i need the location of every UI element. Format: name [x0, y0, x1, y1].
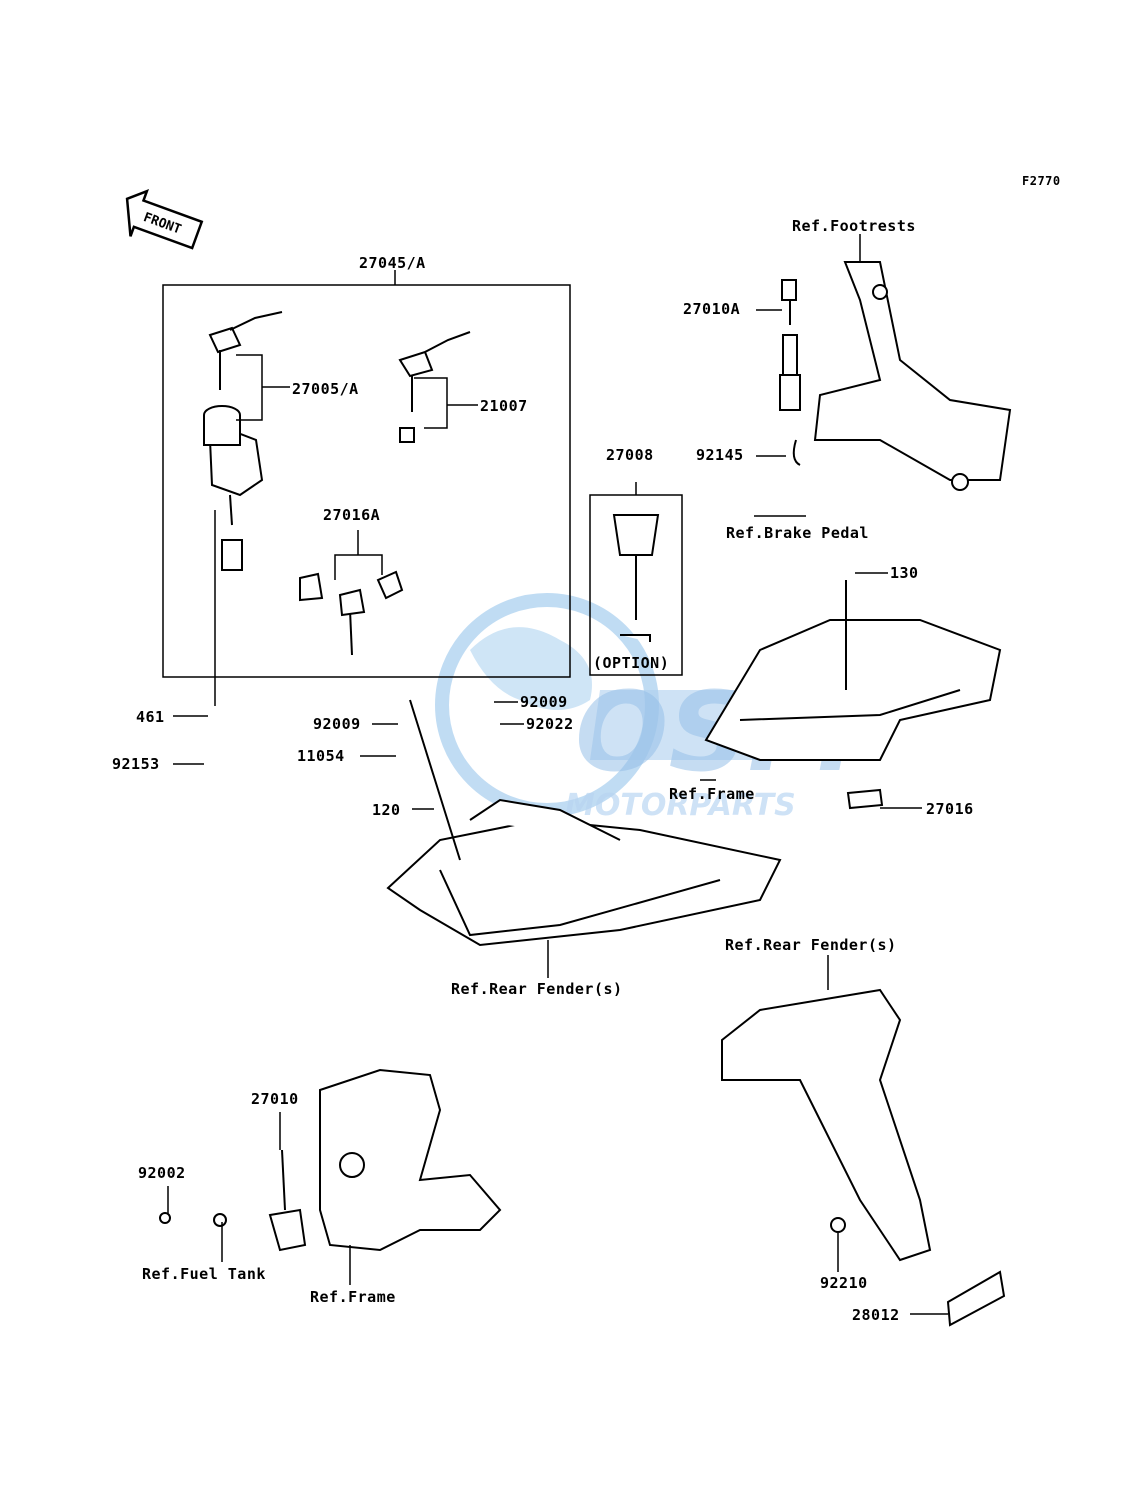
- part-27010-label: 27010: [251, 1090, 299, 1108]
- part-27045-label: 27045/A: [359, 254, 426, 272]
- part-92210-label: 92210: [820, 1274, 868, 1292]
- ignition-switch-icon: [203, 405, 264, 571]
- option-key-icon: [612, 514, 660, 642]
- part-92009-label-left: 92009: [313, 715, 361, 733]
- footrest-bracket-icon: [813, 261, 1012, 491]
- part-21007-label: 21007: [480, 397, 528, 415]
- rear-fender-inner-icon: [386, 699, 782, 947]
- part-120-label: 120: [372, 801, 401, 819]
- part-92022-label: 92022: [526, 715, 574, 733]
- ref-footrests-label: Ref.Footrests: [792, 217, 916, 235]
- ref-frame-label-upper: Ref.Frame: [669, 785, 755, 803]
- part-28012-label: 28012: [852, 1306, 900, 1324]
- part-461-label: 461: [136, 708, 165, 726]
- key-set-icon: [208, 311, 471, 656]
- rear-fender-outer-icon: [721, 988, 1006, 1327]
- figure-code: F2770: [1022, 174, 1061, 188]
- front-arrow-icon: FRONT: [125, 189, 204, 250]
- brake-switch-icon: [779, 279, 801, 466]
- part-27008-label: 27008: [606, 446, 654, 464]
- ref-brake-pedal-label: Ref.Brake Pedal: [726, 524, 869, 542]
- part-27016A-label: 27016A: [323, 506, 381, 524]
- option-label: (OPTION): [593, 654, 670, 672]
- part-27016-label: 27016: [926, 800, 974, 818]
- part-92145-label: 92145: [696, 446, 744, 464]
- watermark-sub: MOTORPARTS: [565, 788, 796, 823]
- leader-lines: [167, 234, 948, 1315]
- ref-rear-fender-label-right: Ref.Rear Fender(s): [725, 936, 897, 954]
- ref-frame-label-lower: Ref.Frame: [310, 1288, 396, 1306]
- ref-fuel-tank-label: Ref.Fuel Tank: [142, 1265, 266, 1283]
- part-130-label: 130: [890, 564, 919, 582]
- part-11054-label: 11054: [297, 747, 345, 765]
- part-27005-label: 27005/A: [292, 380, 359, 398]
- part-92002-label: 92002: [138, 1164, 186, 1182]
- fuel-sensor-frame-icon: [159, 1068, 502, 1252]
- kit-box-27045: [162, 284, 571, 678]
- part-92153-label: 92153: [112, 755, 160, 773]
- part-27010A-label: 27010A: [683, 300, 741, 318]
- frame-icon: [704, 580, 1002, 810]
- ref-rear-fender-label-center: Ref.Rear Fender(s): [451, 980, 623, 998]
- part-92009-label-right: 92009: [520, 693, 568, 711]
